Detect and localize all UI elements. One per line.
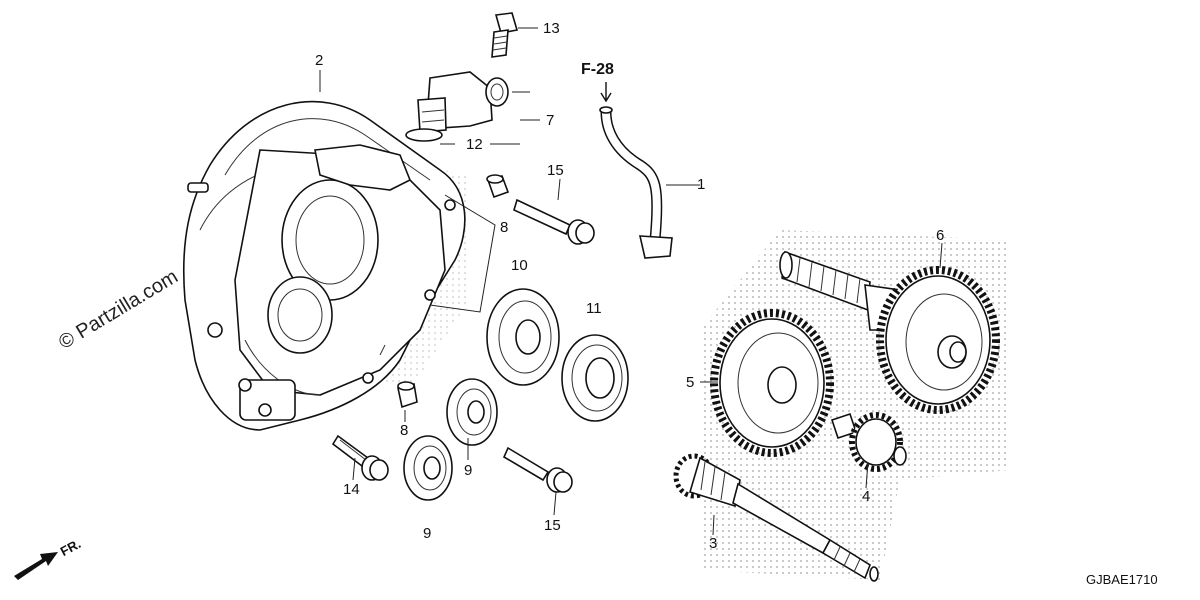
reference-label: F-28 [581,61,614,78]
sensor-bolt-part [491,12,519,58]
o-ring-part [405,128,443,142]
callout-14: 14 [343,481,360,498]
leader-lines [319,27,943,536]
countershaft-gear-6 [779,250,1000,414]
callout-1: 1 [697,176,706,193]
callout-6: 6 [936,227,945,244]
dowel-pin-lower [397,381,418,409]
callout-9-bottom: 9 [423,525,432,542]
callout-2: 2 [315,52,324,69]
gear-5 [710,309,834,457]
callout-12: 12 [466,136,483,153]
callout-15-lower: 15 [544,517,561,534]
front-direction-arrow [14,552,58,580]
bearing-10 [486,288,560,386]
callout-5: 5 [686,374,695,391]
reference-arrow [600,82,612,103]
bearing-9-upper [446,378,498,446]
flange-bolt-15-lower [502,446,573,493]
dowel-pin-upper [486,174,510,199]
callout-4: 4 [862,488,871,505]
callout-15-upper: 15 [547,162,564,179]
callout-8-lower: 8 [400,422,409,439]
oil-seal-11 [561,334,629,422]
callout-9-right: 9 [464,462,473,479]
bearing-9-lower [403,435,453,501]
callout-7: 7 [546,112,555,129]
transmission-cover-part [182,100,466,431]
flange-bolt-15-upper [513,198,595,245]
callout-10: 10 [511,257,528,274]
callout-3: 3 [709,535,718,552]
breather-tube-part [599,106,673,259]
figure-code: GJBAE1710 [1086,572,1158,587]
callout-13: 13 [543,20,560,37]
callout-8-upper: 8 [500,219,509,236]
pinion-gear-4 [830,412,907,472]
callout-11: 11 [586,300,602,317]
flange-bolt-14 [331,434,389,481]
speed-sensor-part [417,71,509,133]
final-shaft-3 [673,453,879,582]
